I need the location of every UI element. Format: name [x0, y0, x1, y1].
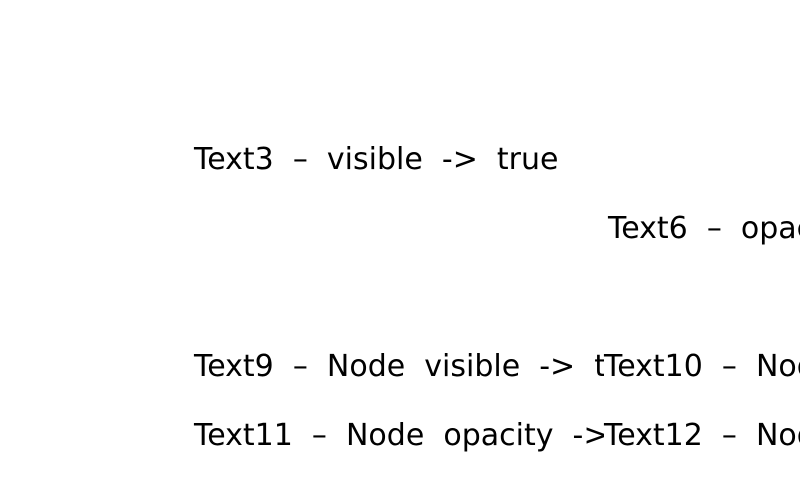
- text-label-text12: Text12 – Node visible -> false: [604, 421, 800, 451]
- text-label-text3: Text3 – visible -> true: [194, 142, 559, 177]
- text-label-text6: Text6 – opacity -> 0.5: [608, 214, 800, 244]
- text-label-text10: Text10 – Node opacity -> 1.0: [604, 352, 800, 382]
- text-label-text9: Text9 – Node visible -> true: [194, 349, 656, 384]
